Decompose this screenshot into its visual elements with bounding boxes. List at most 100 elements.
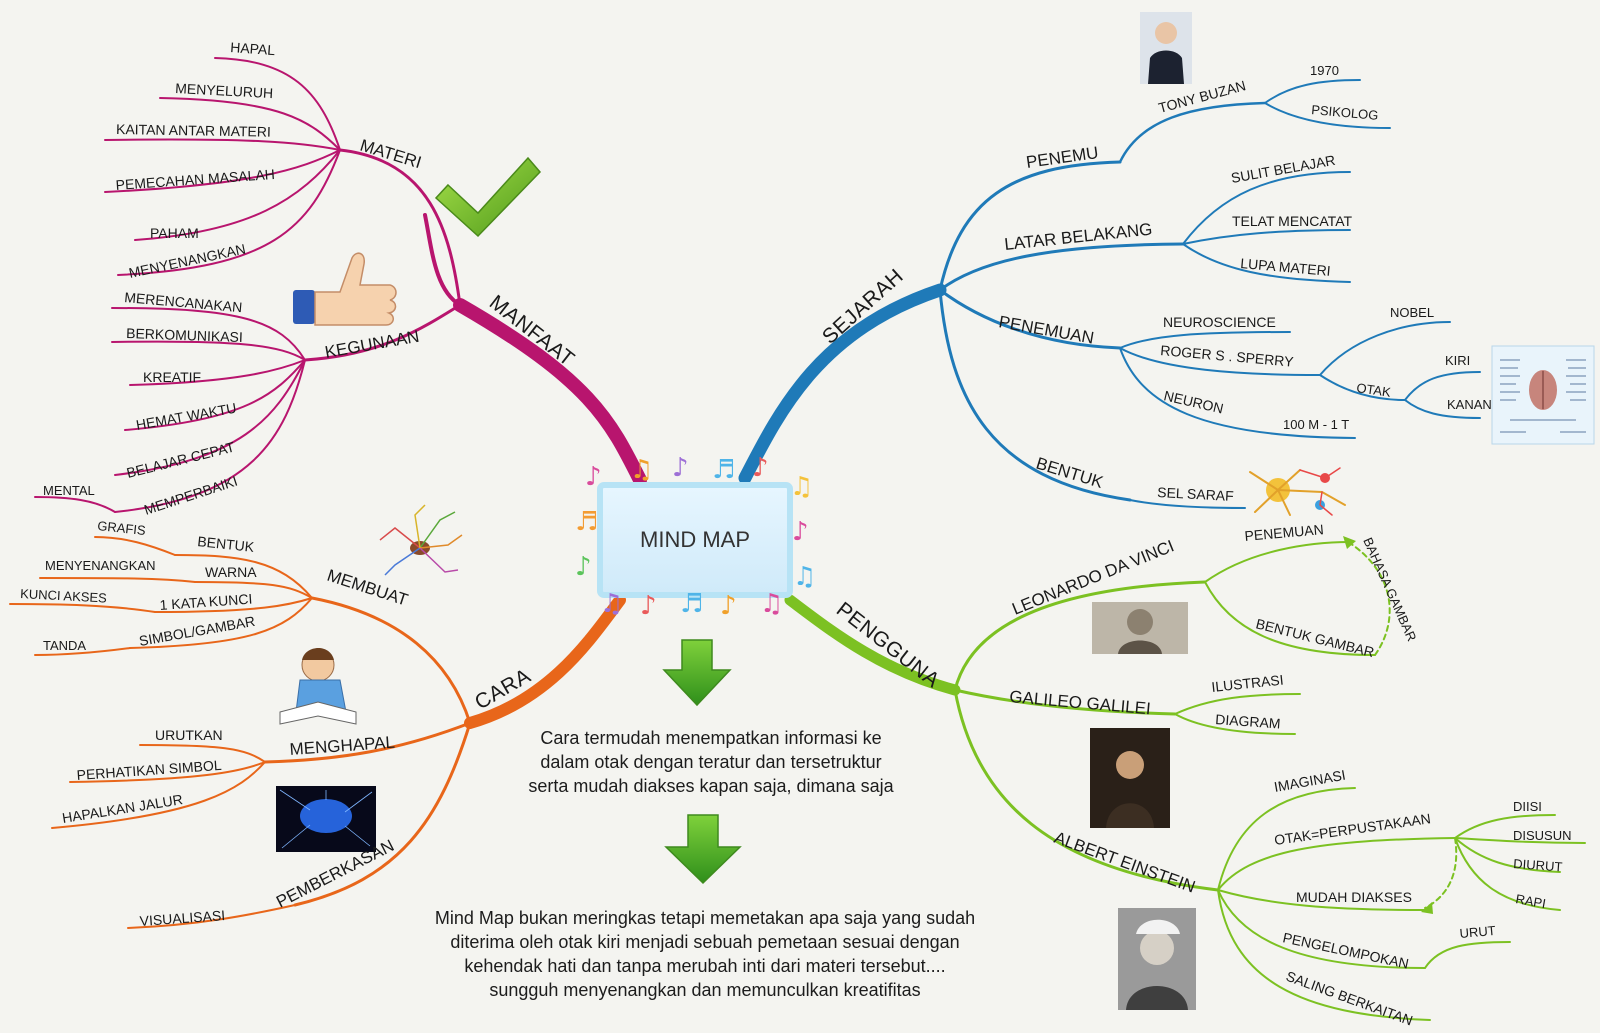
otak-item: RAPI [1514,891,1546,911]
kiri-leaf [1404,371,1481,401]
penemuan-neuroscience: NEUROSCIENCE [1163,314,1276,330]
bentuk-item: SEL SARAF [1157,484,1234,504]
davinci-item: BENTUK GAMBAR [1254,615,1376,660]
svg-text:♪: ♪ [720,591,737,621]
svg-text:♬: ♬ [712,455,735,485]
description-line: kehendak hati dan tanpa merubah inti dar… [464,956,946,976]
otak-leaf [1319,374,1406,401]
portrait-icon [1092,602,1188,654]
svg-text:♪: ♪ [752,453,769,483]
kanan-leaf [1404,399,1481,419]
penemu-line [938,160,1122,292]
pemberkasan-leaf [127,904,296,929]
label-kegunaan: KEGUNAAN [323,327,420,362]
portrait-icon [1140,12,1192,84]
materi-item: HAPAL [230,39,276,58]
membuat-line [310,596,472,725]
svg-text:♫: ♫ [793,562,816,592]
pemberkasan-item: VISUALISASI [139,907,226,929]
menghapal-leaf-2 [69,761,266,783]
penemu-item: 1970 [1310,63,1339,78]
membuat-tanda-label: TANDA [43,638,86,653]
center-title: MIND MAP [640,527,750,552]
penemuan-otak: OTAK [1356,380,1393,400]
kegunaan-item: KREATIF [143,369,201,385]
membuat-bentuk [174,554,313,599]
penemuan-kanan: KANAN [1447,397,1492,412]
kegunaan-leaf-5 [114,359,306,476]
penemuan-kiri: KIRI [1445,353,1470,368]
menghapal-leaf-3 [51,761,266,829]
kelompok-urut-label: URUT [1459,923,1496,941]
description-line: Mind Map bukan meringkas tetapi memetaka… [434,908,976,928]
otak-diurut [1454,837,1561,873]
kegunaan-item: HEMAT WAKTU [135,400,238,433]
membuat-menyenangkan-label: MENYENANGKAN [45,558,156,573]
latar-leaf-2 [1182,229,1351,245]
membuat-kunci-label: KUNCI AKSES [20,586,108,606]
label-galileo: GALILEO GALILEI [1009,687,1152,718]
otak-mudah-arrowhead [1421,902,1433,914]
membuat-simbol [129,597,313,649]
kegunaan-mental: MENTAL [43,483,95,498]
down-arrow-icon [662,639,732,707]
davinci-penemuan [1204,541,1351,583]
einstein-mudah-label: MUDAH DIAKSES [1296,889,1412,905]
latar-item: SULIT BELAJAR [1230,152,1337,186]
latar-item: LUPA MATERI [1240,255,1332,279]
svg-text:♪: ♪ [672,453,689,483]
svg-text:♫: ♫ [760,589,783,619]
manfaat-trunk [453,298,647,487]
davinci-item: PENEMUAN [1244,521,1324,544]
description-line: serta mudah diakses kapan saja, dimana s… [528,776,894,796]
svg-text:♪: ♪ [792,517,809,547]
membuat-grafis [94,536,176,556]
galileo-item: ILUSTRASI [1211,672,1285,695]
description-line: dalam otak dengan teratur dan tersetrukt… [540,752,882,772]
penemuan-nobel: NOBEL [1390,305,1434,320]
pemberkasan-line [293,721,472,907]
latar-line [938,242,1185,292]
tony-leaf-1970 [1264,79,1361,104]
materi-leaf-3 [104,138,341,151]
branch-pengguna [784,539,1586,1021]
center-box [597,482,793,598]
galileo-diagram [1174,713,1296,735]
menghapal-leaf-1 [139,744,266,763]
center-node: MIND MAP ♪ ♫ ♪ ♬ ♪ ♫ ♬ ♪ ♪ ♫ ♫ ♪ ♬ ♪ ♫ [575,453,816,621]
down-arrow-icon [664,814,742,885]
materi-leaf-5 [134,149,341,241]
kegunaan-item: BELAJAR CEPAT [125,438,237,480]
mini-mindmap-icon [379,504,463,576]
branch-manfaat [34,57,647,513]
einstein-kelompok [1217,889,1426,969]
sel-saraf-leaf [1129,499,1246,509]
davinci-arrow-label: BAHASA GAMBAR [1360,535,1419,643]
label-einstein: ALBERT EINSTEIN [1052,828,1198,897]
nobel-leaf [1319,321,1451,376]
membuat-menyenangkan [39,577,196,583]
galileo-ilustrasi [1174,693,1301,715]
description-line: sungguh menyenangkan dan memunculkan kre… [489,980,921,1000]
penemuan-neuron-count: 100 M - 1 T [1283,417,1349,432]
membuat-grafis-label: GRAFIS [97,518,147,538]
membuat-kata-label: 1 KATA KUNCI [159,591,253,613]
davinci-bentuk [1204,581,1376,656]
materi-leaf-2 [159,97,341,151]
kegunaan-line [303,303,462,362]
kegunaan-leaf-6 [114,359,306,513]
brain-chart-icon [1491,345,1595,445]
bahasa-gambar-arrow [1344,539,1391,656]
sejarah-trunk [738,283,947,485]
svg-text:♪: ♪ [640,591,657,621]
description-line: Cara termudah menempatkan informasi ke [540,728,882,748]
branch-sejarah [738,79,1481,509]
roger-leaf [1119,347,1321,376]
manfaat-trunk-tip [423,213,462,307]
einstein-otak [1217,837,1456,891]
einstein-line [953,688,1220,892]
latar-leaf-3 [1182,243,1351,283]
portrait-icon [1118,908,1196,1010]
kegunaan-item: MEMPERBAIKI [142,473,239,518]
otak-disusun [1454,837,1586,844]
